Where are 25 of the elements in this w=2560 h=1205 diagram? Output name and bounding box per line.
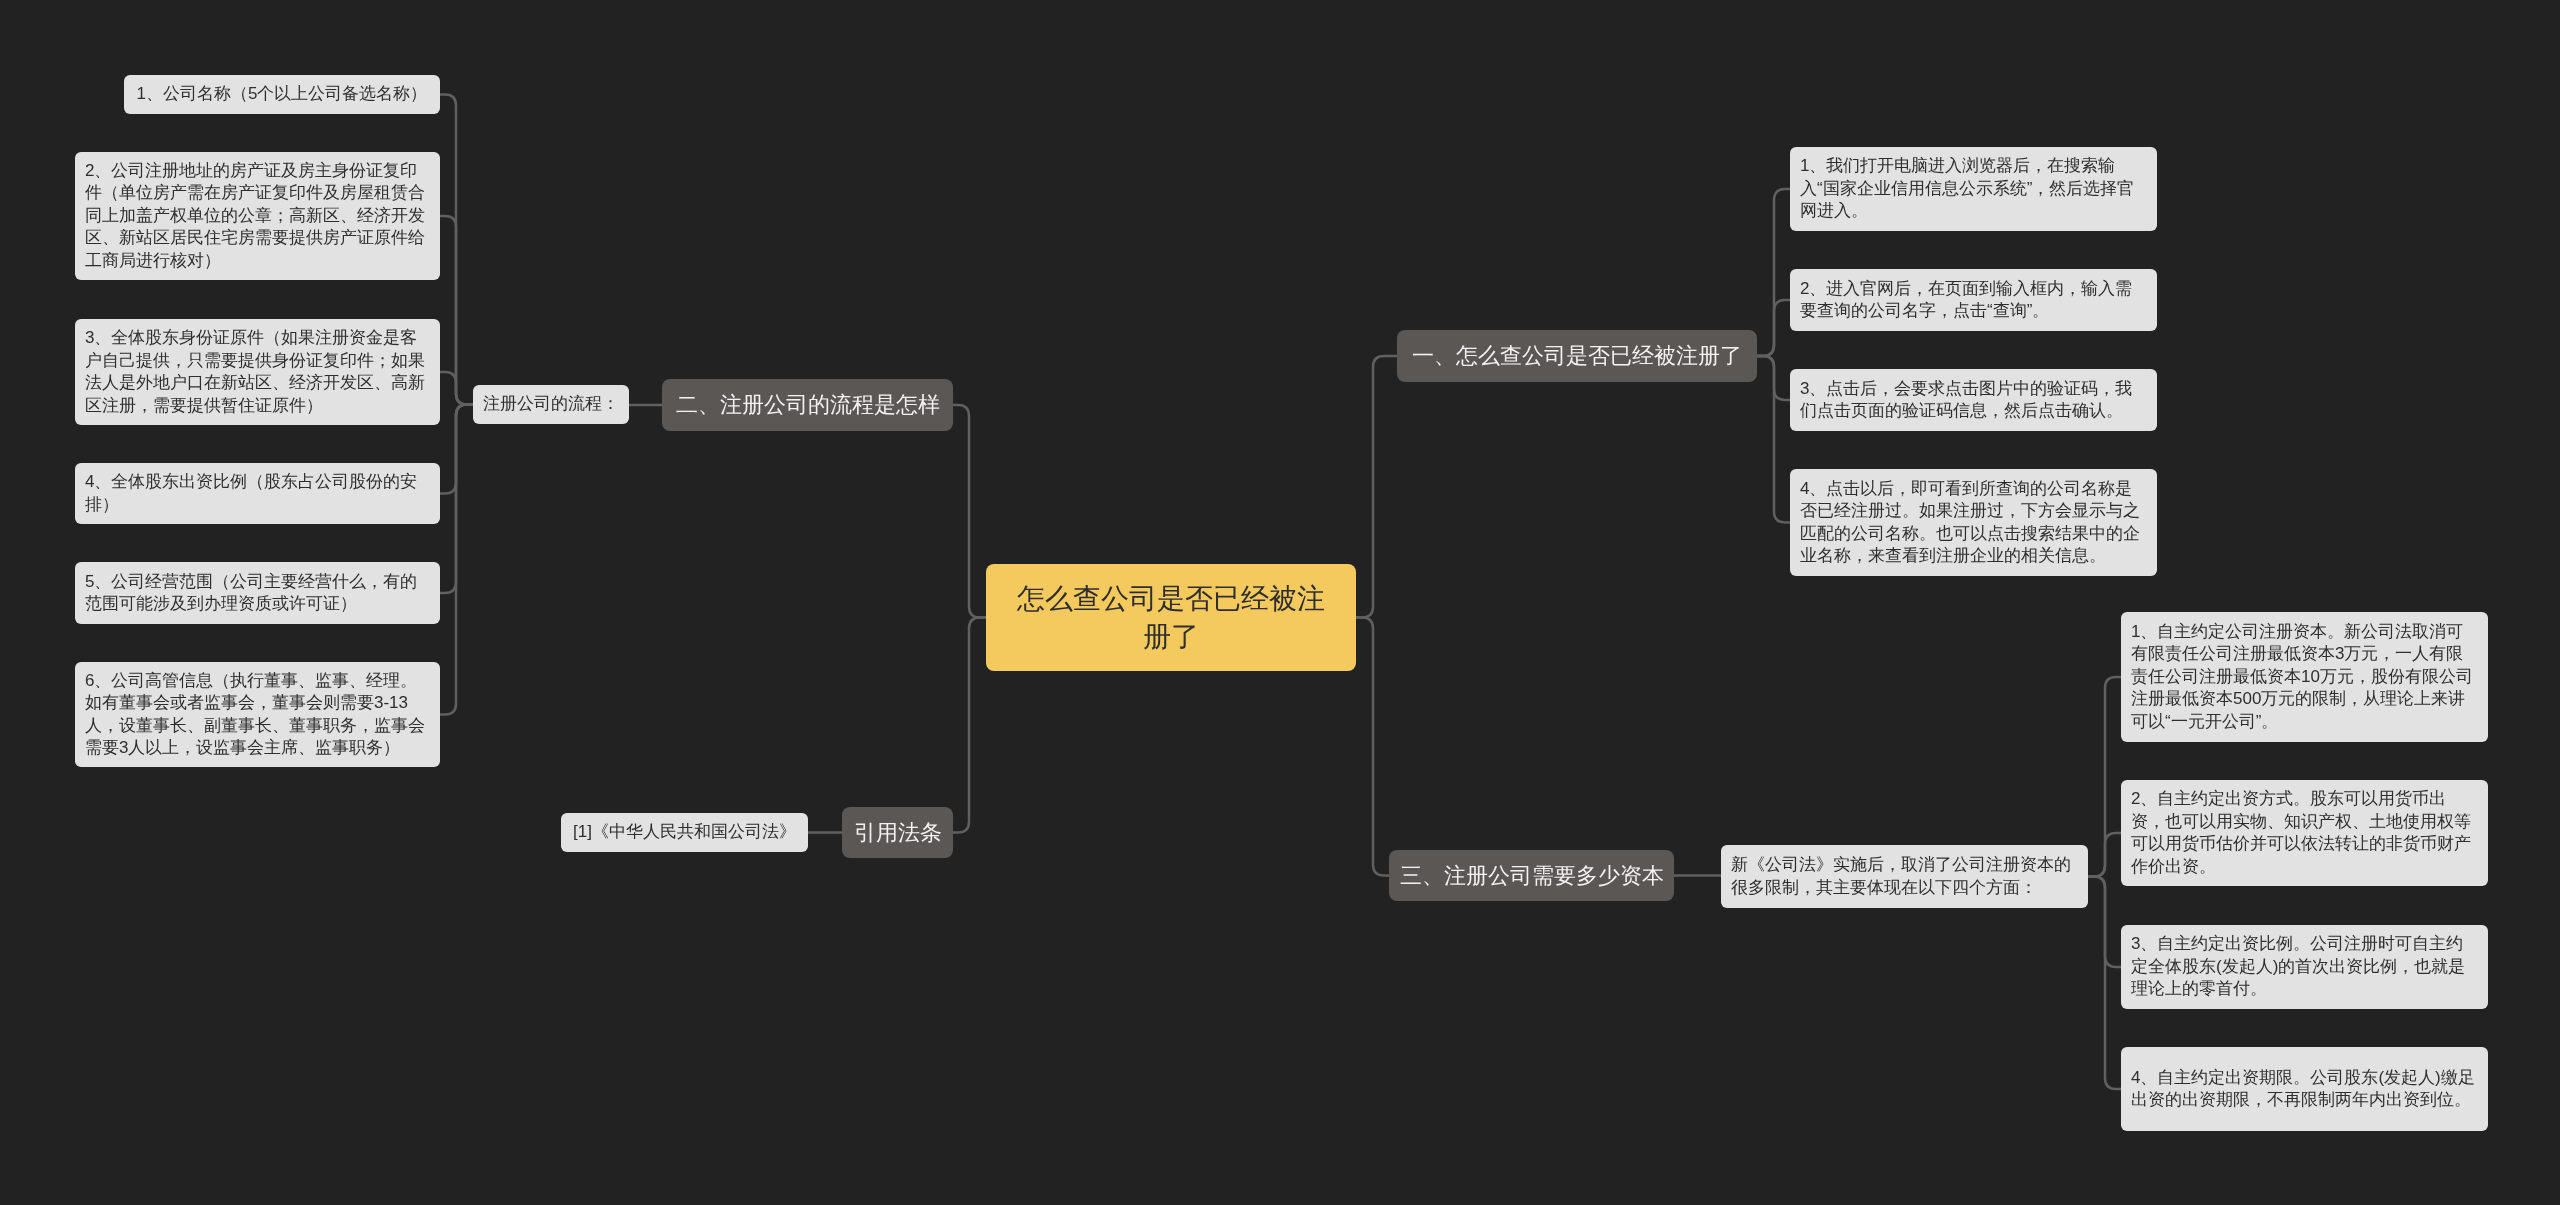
- note-box: 注册公司的流程：: [473, 385, 629, 424]
- note-box: 1、公司名称（5个以上公司备选名称）: [124, 75, 440, 114]
- topic-box: 二、注册公司的流程是怎样: [662, 379, 953, 431]
- connector-line: [808, 831, 842, 834]
- topic-box: 三、注册公司需要多少资本: [1389, 850, 1674, 901]
- note-box: 1、自主约定公司注册资本。新公司法取消可有限责任公司注册最低资本3万元，一人有限责任公司注册最低资本10万元，股份有限公司注册最低资本500万元的限制，从理论上来讲可以“一元开公司”。: [2121, 612, 2488, 742]
- note-box: 3、全体股东身份证原件（如果注册资金是客户自己提供，只需要提供身份证复印件；如果法人是外地户口在新站区、经济开发区、高新区注册，需要提供暂住证原件）: [75, 319, 440, 425]
- connector-line: [629, 403, 662, 407]
- note-box: 6、公司高管信息（执行董事、监事、经理。如有董事会或者监事会，董事会则需要3-13人，设董事长、副董事长、董事职务，监事会需要3人以上，设监事会主席、监事职务）: [75, 662, 440, 767]
- note-box: 2、公司注册地址的房产证及房主身份证复印件（单位房产需在房产证复印件及房屋租赁合同上加盖产权单位的公章；高新区、经济开发区、新站区居民住宅房需要提供房产证原件给工商局进行核对）: [75, 152, 440, 280]
- note-box: 4、点击以后，即可看到所查询的公司名称是否已经注册过。如果注册过，下方会显示与之匹配的公司名称。也可以点击搜索结果中的企业名称，来查看到注册企业的相关信息。: [1790, 469, 2157, 576]
- note-box: 5、公司经营范围（公司主要经营什么，有的范围可能涉及到办理资质或许可证）: [75, 562, 440, 624]
- note-box: 4、自主约定出资期限。公司股东(发起人)缴足出资的出资期限，不再限制两年内出资到位。: [2121, 1047, 2488, 1131]
- connector-line: [1674, 874, 1721, 877]
- note-box: 新《公司法》实施后，取消了公司注册资本的很多限制，其主要体现在以下四个方面：: [1721, 845, 2088, 908]
- note-box: 2、进入官网后，在页面到输入框内，输入需要查询的公司名字，点击“查询”。: [1790, 269, 2157, 331]
- topic-box: 一、怎么查公司是否已经被注册了: [1397, 330, 1757, 382]
- note-box: 4、全体股东出资比例（股东占公司股份的安排）: [75, 463, 440, 524]
- central-topic-box: 怎么查公司是否已经被注册了: [986, 564, 1356, 671]
- note-box: 2、自主约定出资方式。股东可以用货币出资，也可以用实物、知识产权、土地使用权等可以用货币估价并可以依法转让的非货币财产作价出资。: [2121, 780, 2488, 886]
- note-box: [1]《中华人民共和国公司法》: [561, 813, 808, 852]
- note-box: 3、自主约定出资比例。公司注册时可自主约定全体股东(发起人)的首次出资比例，也就是理论上的零首付。: [2121, 925, 2488, 1009]
- topic-box: 引用法条: [842, 807, 953, 858]
- note-box: 1、我们打开电脑进入浏览器后，在搜索输入“国家企业信用信息公示系统”，然后选择官网进入。: [1790, 147, 2157, 231]
- note-box: 3、点击后，会要求点击图片中的验证码，我们点击页面的验证码信息，然后点击确认。: [1790, 369, 2157, 431]
